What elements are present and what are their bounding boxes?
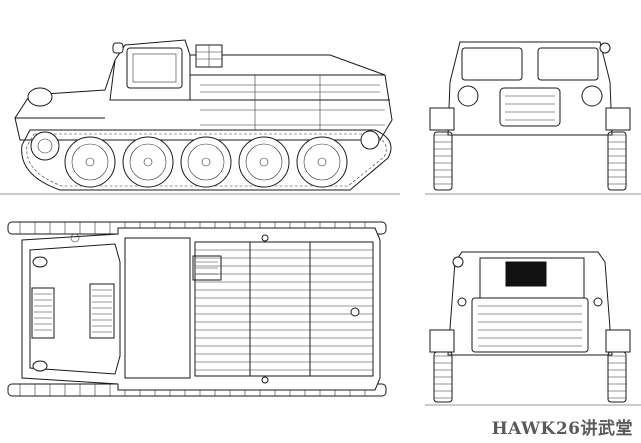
road-wheel <box>180 136 232 188</box>
front-view <box>425 41 641 195</box>
top-view <box>7 221 387 397</box>
road-wheel <box>238 136 290 188</box>
watermark-text: HAWK26讲武堂 <box>491 419 633 439</box>
road-wheel <box>122 136 174 188</box>
road-wheel <box>296 136 348 188</box>
road-wheel <box>64 136 116 188</box>
side-view <box>0 39 400 195</box>
rear-view <box>425 251 641 406</box>
